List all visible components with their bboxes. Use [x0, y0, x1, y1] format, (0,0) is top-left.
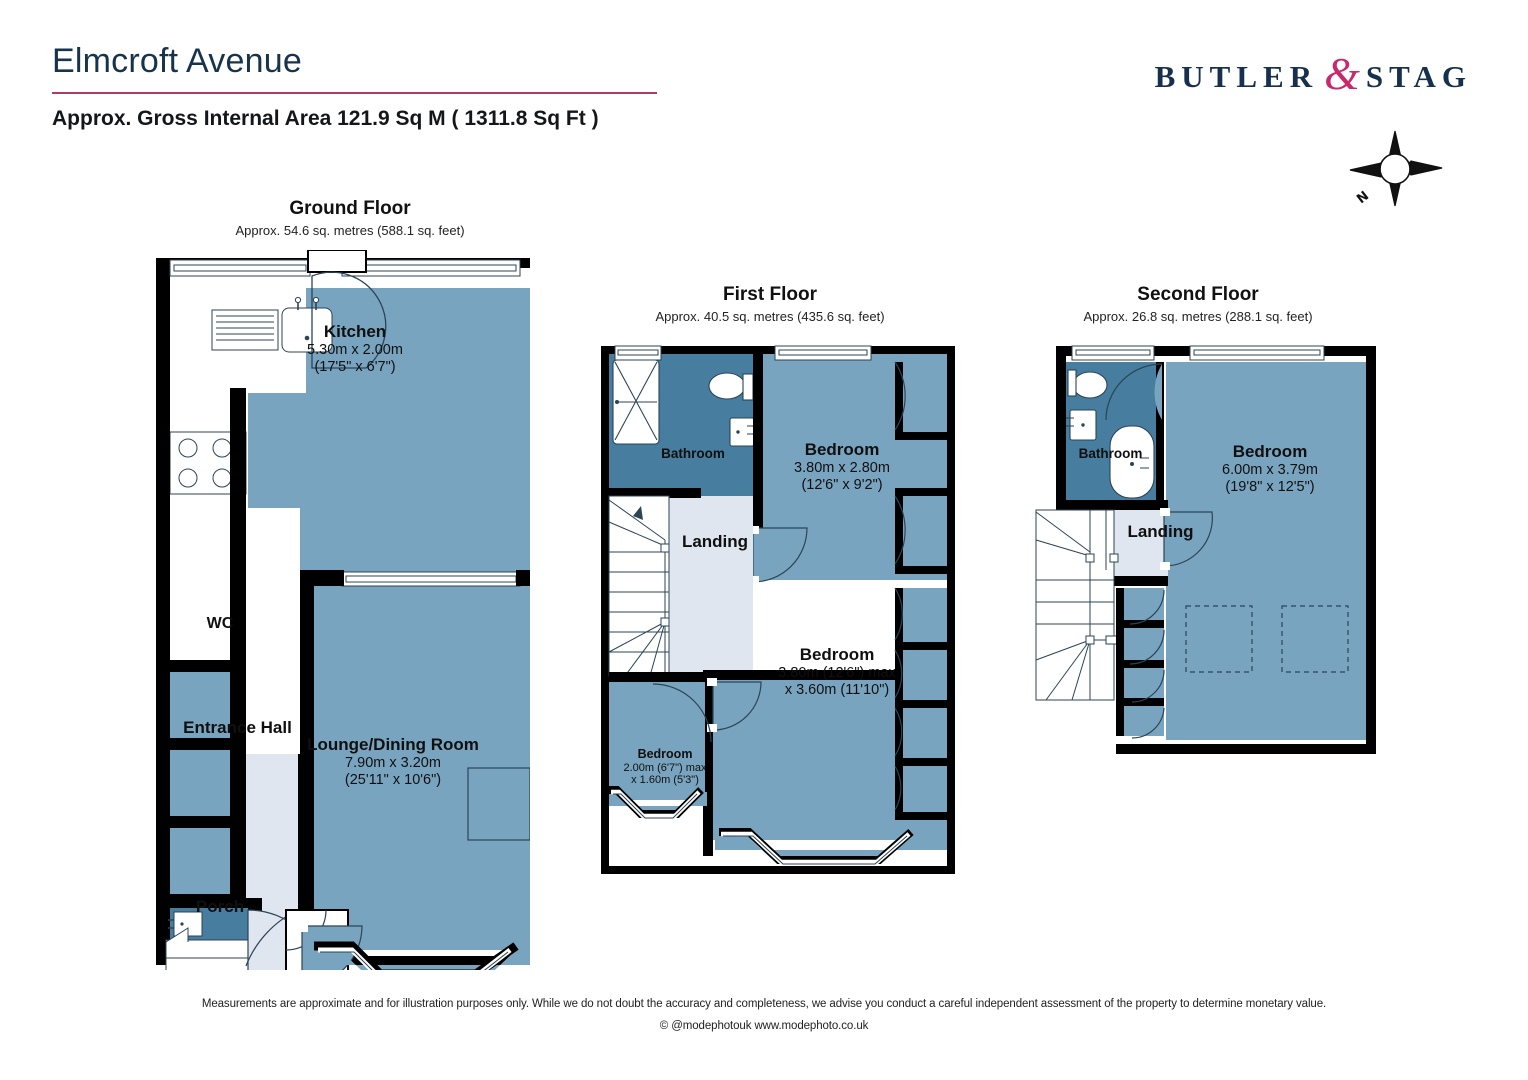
bedroom2-bay-window	[715, 828, 947, 865]
bedroom1-wardrobe-alcoves	[894, 361, 947, 574]
bath-tub-icon	[612, 359, 660, 445]
gross-internal-area-text: Approx. Gross Internal Area 121.9 Sq M (…	[52, 107, 599, 130]
floor-area-ground: Approx. 54.6 sq. metres (588.1 sq. feet)	[235, 223, 465, 239]
restricted-headroom-markers	[1185, 605, 1349, 673]
butler-and-stag-logo: BUTLER & STAG	[1122, 47, 1472, 99]
bedroom3-door-swing	[652, 683, 712, 743]
room-label-bathroom-second: Bathroom	[1078, 446, 1143, 461]
second-landing-door-swing	[1163, 511, 1213, 567]
bedroom3-bay-window	[609, 786, 707, 819]
entrance-hall-staircase	[165, 927, 253, 970]
compass-north-letter: N	[1354, 189, 1372, 208]
first-bath-bed-divider	[753, 354, 763, 546]
room-label-lounge-dining: Lounge/Dining Room 7.90m x 3.20m (25'11"…	[307, 735, 479, 788]
bedroom-3-floor	[609, 682, 705, 800]
floor-title-ground: Ground Floor Approx. 54.6 sq. metres (58…	[170, 198, 530, 239]
page-footer: Measurements are approximate and for ill…	[0, 998, 1528, 1032]
lounge-bay-window	[314, 941, 530, 970]
page-title: Elmcroft Avenue	[52, 42, 302, 80]
room-label-bedroom-first-rear: Bedroom 3.80m (12'6") max x 3.60m (11'10…	[778, 645, 896, 698]
second-floor-plan	[1035, 345, 1376, 754]
logo-word-stag: STAG	[1365, 59, 1472, 94]
bedroom1-door-swing	[752, 527, 808, 583]
first-window-bathroom	[614, 345, 662, 361]
floor-area-second: Approx. 26.8 sq. metres (288.1 sq. feet)	[1083, 309, 1313, 325]
room-label-landing-second: Landing	[1127, 522, 1194, 541]
floor-name-first: First Floor	[723, 284, 817, 305]
second-window-bathroom	[1071, 345, 1155, 361]
room-label-bedroom-first-box: Bedroom 2.00m (6'7") max x 1.60m (5'3")	[623, 747, 707, 787]
ground-floor-plan	[156, 250, 530, 970]
floor-title-first: First Floor Approx. 40.5 sq. metres (435…	[590, 284, 950, 325]
second-window-bedroom	[1189, 345, 1325, 361]
first-floor-staircase	[608, 495, 670, 677]
room-label-porch: Porch	[195, 897, 245, 916]
footer-credit: © @modephotouk www.modephoto.co.uk	[659, 1020, 869, 1032]
toilet-icon-second	[1067, 369, 1108, 399]
toilet-icon-first	[708, 372, 754, 401]
room-label-kitchen: Kitchen 5.30m x 2.00m (17'5" x 6'7")	[307, 322, 403, 375]
floor-title-second: Second Floor Approx. 26.8 sq. metres (28…	[1018, 284, 1378, 325]
room-label-bedroom-second: Bedroom 6.00m x 3.79m (19'8" x 12'5")	[1222, 442, 1318, 495]
ground-back-door-swing	[311, 271, 387, 369]
room-label-entrance-hall: Entrance Hall	[183, 718, 292, 737]
compass-rose-icon: N	[1349, 130, 1443, 208]
ground-window-kitchen-right	[341, 259, 521, 277]
kitchen-sink-icon	[211, 296, 333, 353]
bath-tub-icon-second	[1109, 425, 1155, 499]
footer-disclaimer: Measurements are approximate and for ill…	[201, 998, 1327, 1010]
bedroom2-alcoves	[894, 587, 947, 820]
ground-left-alcoves	[170, 670, 230, 894]
first-window-bedroom1	[774, 345, 872, 361]
ground-window-lounge-top	[341, 571, 521, 587]
floor-name-second: Second Floor	[1137, 284, 1259, 305]
page-header: Elmcroft Avenue Approx. Gross Internal A…	[0, 0, 1528, 207]
basin-icon-second	[1066, 409, 1097, 441]
room-label-wc: WC	[206, 615, 234, 632]
lounge-chimney-recess	[467, 767, 530, 841]
first-floor-plan	[601, 345, 955, 874]
floor-area-first: Approx. 40.5 sq. metres (435.6 sq. feet)	[655, 309, 885, 325]
ground-back-door-recess	[307, 250, 367, 273]
room-label-landing-first: Landing	[681, 532, 749, 551]
lounge-floor	[302, 580, 530, 950]
title-underline-rule	[52, 92, 657, 94]
bedroom-2-floor	[711, 678, 947, 840]
hall-upper-void	[246, 508, 300, 754]
logo-word-butler: BUTLER	[1154, 59, 1319, 94]
bedroom-floor-second	[1166, 362, 1366, 740]
second-eaves-alcoves	[1116, 588, 1165, 739]
ground-divider-wall	[298, 570, 314, 960]
ground-window-kitchen-left	[169, 259, 311, 277]
landing-floor-first	[669, 496, 753, 674]
room-label-bedroom-first-front: Bedroom 3.80m x 2.80m (12'6" x 9'2")	[794, 440, 890, 493]
bathroom-door-swing-second	[1105, 363, 1163, 421]
bedroom2-door-swing	[712, 681, 762, 731]
room-label-bathroom-first: Bathroom	[661, 446, 725, 461]
second-floor-staircase	[1035, 509, 1119, 701]
logo-ampersand-icon: &	[1324, 47, 1360, 99]
floor-name-ground: Ground Floor	[289, 198, 411, 219]
